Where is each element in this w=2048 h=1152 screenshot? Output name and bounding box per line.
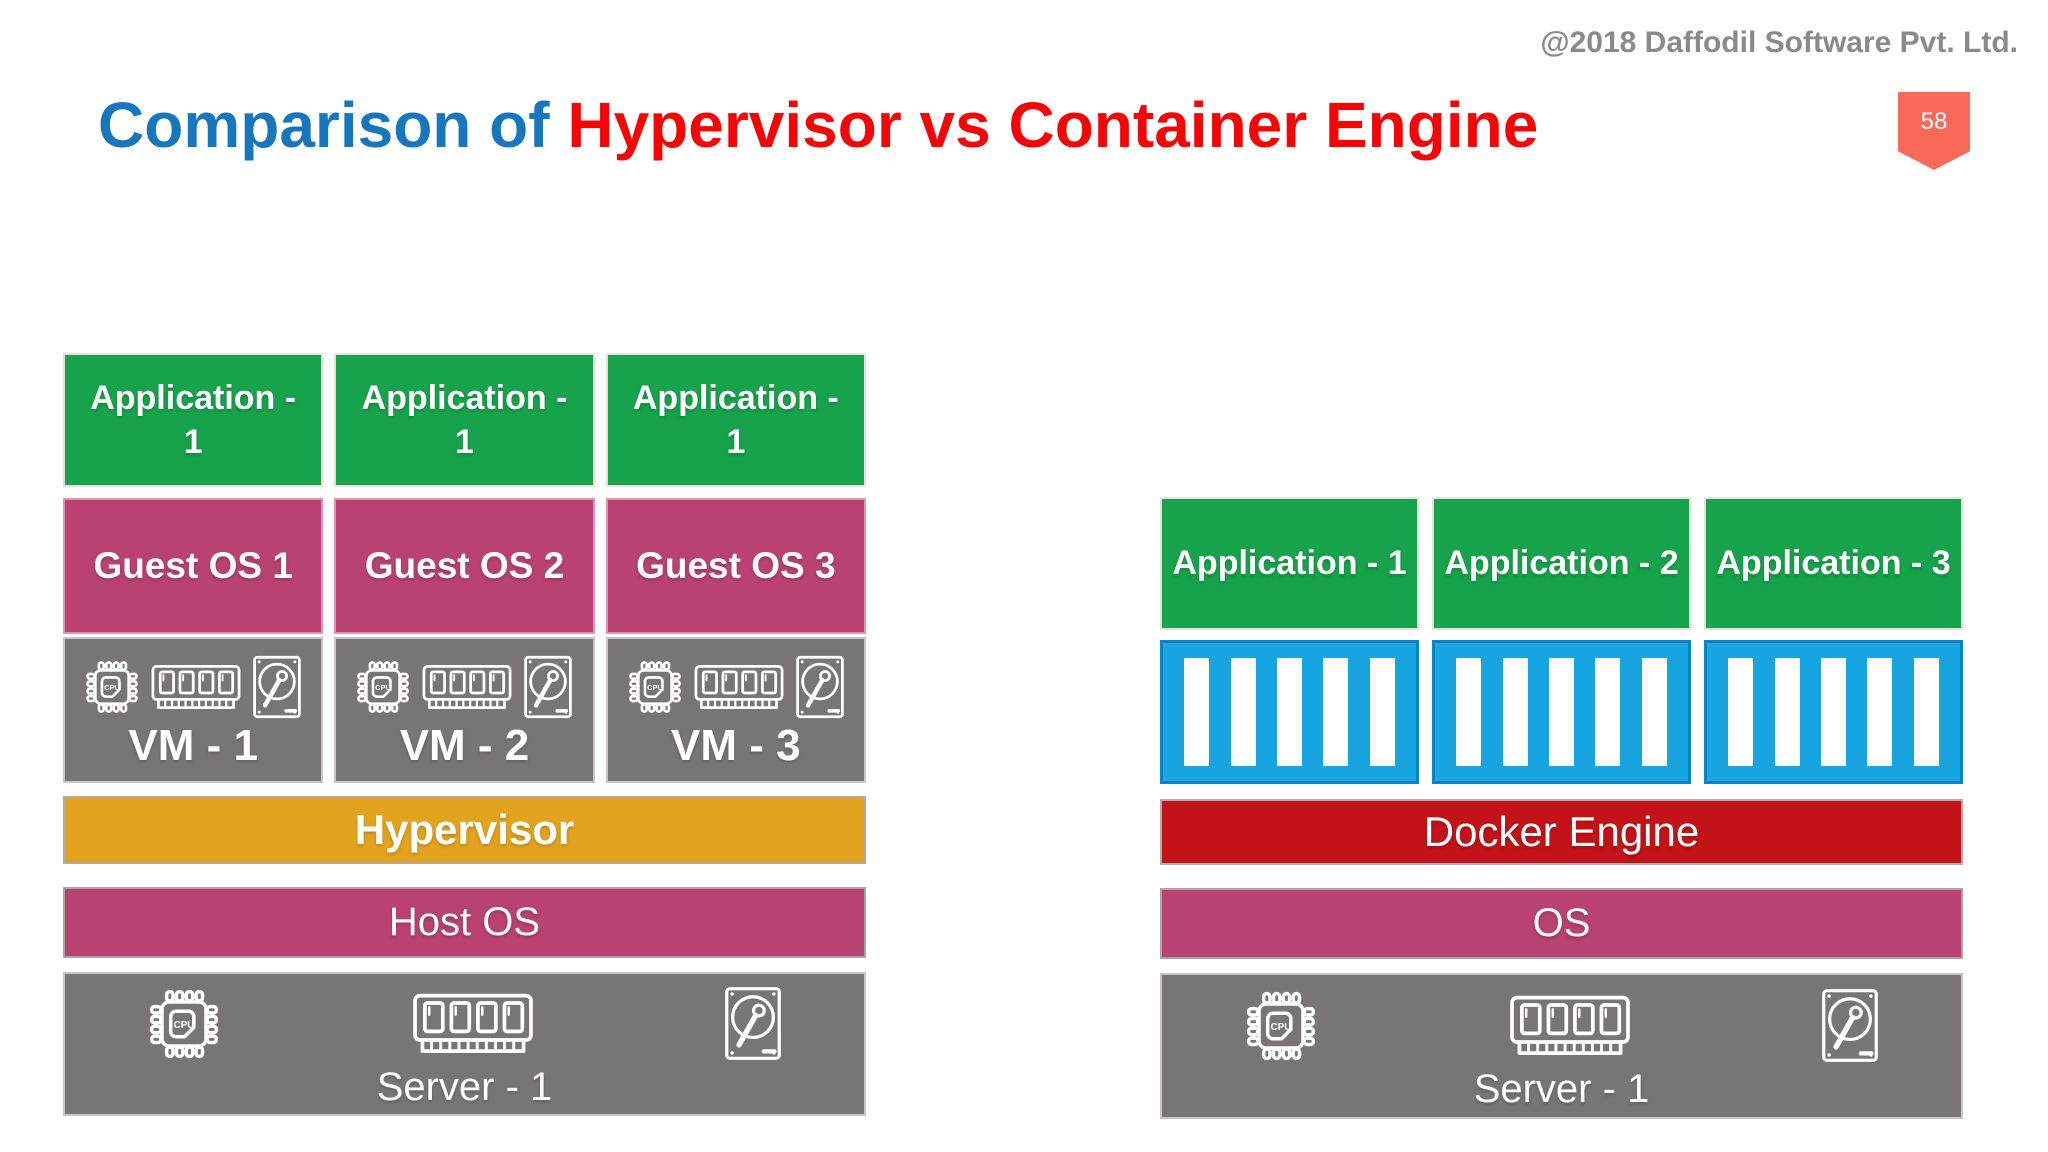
vm-label: VM - 1: [128, 721, 258, 770]
container-stripe: [1867, 658, 1893, 766]
server-box: Server - 1: [63, 972, 866, 1116]
docker-engine-label: Docker Engine: [1423, 808, 1700, 855]
server-box: Server - 1: [1160, 973, 1963, 1119]
page-number-badge: 58: [1898, 92, 1970, 170]
cpu-chip-icon: [355, 659, 411, 715]
guest-os-row: Guest OS 1 Guest OS 2 Guest OS 3: [63, 498, 866, 634]
app-box: Application - 1: [605, 353, 866, 487]
container-box: [1160, 640, 1419, 784]
ram-memory-icon: [411, 987, 535, 1061]
vm-box: VM - 3: [605, 637, 866, 783]
cpu-chip-icon: [627, 659, 683, 715]
server-label: Server - 1: [376, 1065, 553, 1109]
container-stripe: [1595, 658, 1621, 766]
vm-row: VM - 1 VM - 2 VM - 3: [63, 637, 866, 783]
container-stripe: [1323, 658, 1349, 766]
app-label: Application - 1: [361, 378, 568, 461]
ram-memory-icon: [150, 660, 242, 715]
container-stripe: [1276, 658, 1302, 766]
container-stripe: [1913, 658, 1939, 766]
container-stripe: [1641, 658, 1667, 766]
vm-box: VM - 1: [63, 637, 324, 783]
cpu-chip-icon: [1244, 989, 1318, 1063]
container-stripe: [1728, 658, 1754, 766]
ram-memory-icon: [421, 660, 513, 715]
server-label: Server - 1: [1473, 1067, 1650, 1111]
container-box: [1704, 640, 1963, 784]
app-box: Application - 3: [1704, 497, 1963, 630]
title-segment-blue: Comparison of: [98, 89, 550, 161]
copyright-text: @2018 Daffodil Software Pvt. Ltd.: [1540, 26, 2018, 59]
vm-label: VM - 2: [399, 721, 530, 770]
container-stripe: [1774, 658, 1800, 766]
guest-os-box: Guest OS 2: [334, 498, 595, 634]
vm-box: VM - 2: [334, 637, 595, 783]
guest-os-box: Guest OS 3: [605, 498, 866, 634]
hard-disk-icon: [795, 655, 845, 719]
app-box: Application - 1: [63, 353, 324, 487]
vm-label: VM - 3: [671, 721, 801, 770]
hard-disk-icon: [523, 655, 573, 719]
hard-disk-icon: [1821, 988, 1879, 1063]
hypervisor-bar: Hypervisor: [63, 796, 866, 864]
hard-disk-icon: [724, 986, 782, 1061]
container-stripe: [1548, 658, 1574, 766]
host-os-bar: Host OS: [63, 887, 866, 958]
container-box: [1432, 640, 1691, 784]
container-stripe: [1369, 658, 1395, 766]
title-segment-red: Hypervisor vs Container Engine: [567, 89, 1539, 161]
guest-os-label: Guest OS 2: [364, 545, 565, 586]
app-label: Application - 1: [90, 378, 297, 461]
containers-row: [1160, 640, 1963, 784]
app-label: Application - 1: [1172, 544, 1407, 583]
cpu-chip-icon: [147, 987, 221, 1061]
container-stripe: [1502, 658, 1528, 766]
guest-os-box: Guest OS 1: [63, 498, 324, 634]
docker-engine-bar: Docker Engine: [1160, 799, 1963, 865]
app-label: Application - 1: [632, 378, 839, 461]
app-box: Application - 1: [1160, 497, 1419, 630]
app-label: Application - 3: [1716, 544, 1951, 583]
app-box: Application - 1: [334, 353, 595, 487]
host-os-label: Host OS: [388, 900, 541, 944]
guest-os-label: Guest OS 1: [93, 545, 293, 586]
container-stripe: [1820, 658, 1846, 766]
guest-os-label: Guest OS 3: [636, 545, 836, 586]
right-applications-row: Application - 1 Application - 2 Applicat…: [1160, 497, 1963, 630]
page-number: 58: [1920, 108, 1948, 135]
page-title: Comparison of Hypervisor vs Container En…: [98, 90, 1538, 160]
app-box: Application - 2: [1432, 497, 1691, 630]
container-stripe: [1456, 658, 1482, 766]
hypervisor-stack: Application - 1 Application - 1 Applicat…: [63, 353, 866, 1116]
app-label: Application - 2: [1444, 544, 1679, 583]
container-stack: Application - 1 Application - 2 Applicat…: [1160, 497, 1963, 1119]
cpu-chip-icon: [84, 659, 140, 715]
container-stripe: [1230, 658, 1256, 766]
left-applications-row: Application - 1 Application - 1 Applicat…: [63, 353, 866, 487]
os-label: OS: [1532, 901, 1591, 945]
hypervisor-label: Hypervisor: [354, 806, 575, 853]
os-bar: OS: [1160, 888, 1963, 959]
container-stripe: [1184, 658, 1210, 766]
ram-memory-icon: [693, 660, 785, 715]
hard-disk-icon: [252, 655, 302, 719]
ram-memory-icon: [1508, 989, 1632, 1063]
